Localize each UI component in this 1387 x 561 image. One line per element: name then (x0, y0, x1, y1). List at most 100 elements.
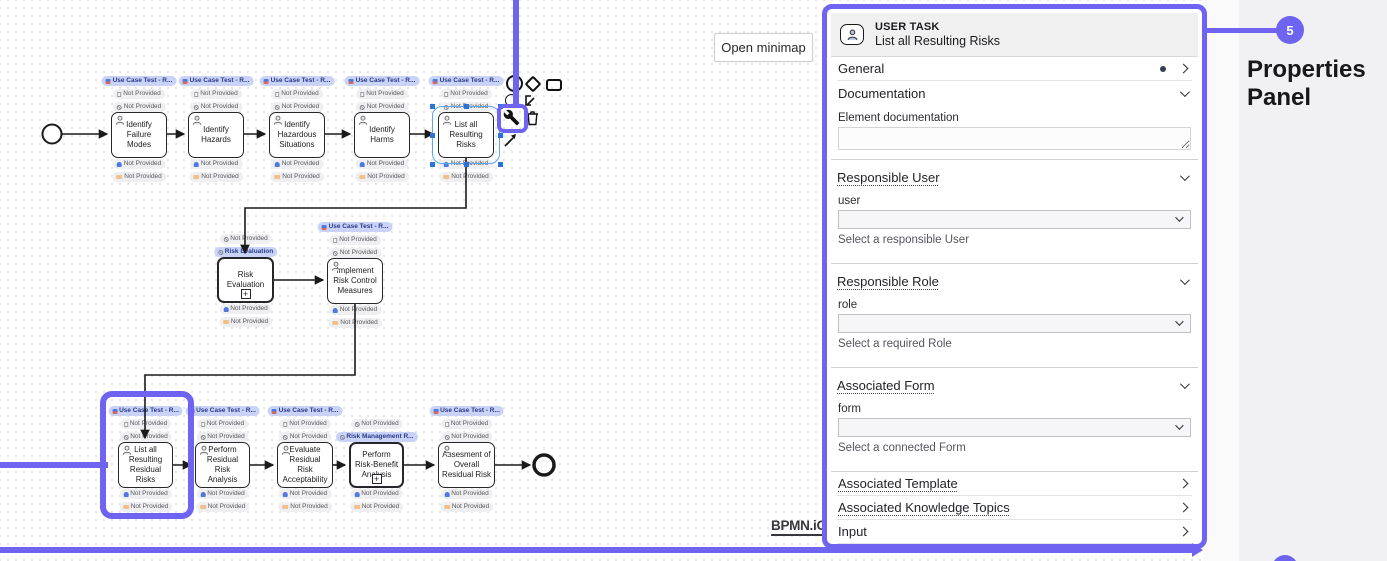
link-icon (359, 104, 365, 110)
bpmn-task[interactable]: Evaluate Residual Risk Acceptability (277, 442, 333, 488)
group-responsible-role: Responsible Role role Select a required … (831, 264, 1198, 358)
subprocess-plus-icon[interactable]: + (371, 474, 382, 484)
role-select[interactable] (838, 314, 1191, 333)
start-event[interactable] (41, 123, 63, 145)
chevron-down-icon (1179, 170, 1190, 181)
sequence-flows (41, 123, 556, 477)
bpmn-task[interactable]: Identify Failure Modes (111, 112, 167, 158)
bpmn-task[interactable]: Identify Hazardous Situations (269, 112, 325, 158)
badge-doc: Not Provided (271, 89, 323, 99)
form-icon (359, 175, 366, 179)
selection-handle[interactable] (498, 162, 503, 167)
task-label: Perform Residual Risk Analysis (206, 445, 239, 484)
badge-doc: Not Provided (113, 89, 165, 99)
open-minimap-button[interactable]: Open minimap (714, 33, 813, 62)
selection-handle[interactable] (430, 162, 435, 167)
badge-doc: Not Provided (196, 419, 249, 429)
badge-form: Not Provided (218, 317, 273, 327)
badge-form: Not Provided (118, 502, 173, 512)
role-field-label: role (838, 299, 858, 311)
usecase-icon (182, 78, 188, 84)
element-documentation-label: Element documentation (838, 112, 959, 124)
task-label: Identify Hazards (201, 125, 231, 144)
user-icon (123, 491, 129, 497)
chevron-down-icon (1179, 378, 1190, 389)
badge-user: Not Provided (219, 304, 272, 314)
responsible-role-header[interactable]: Responsible Role (837, 270, 1192, 292)
bpmn-task[interactable]: Risk Evaluation+ (217, 257, 274, 303)
annotation-step-badge: 5 (1276, 16, 1304, 44)
link-icon (443, 104, 449, 110)
link-icon (123, 434, 129, 440)
properties-panel: USER TASK List all Resulting Risks Gener… (822, 4, 1207, 549)
badge-usecase: Use Case Test - R... (428, 76, 504, 86)
group-associated-template[interactable]: Associated Template (837, 472, 1192, 496)
task-label: Identify Hazardous Situations (277, 120, 317, 149)
annotation-bottom-arrowhead (1192, 543, 1203, 557)
doc-icon (333, 237, 338, 243)
chevron-right-icon (1178, 478, 1189, 489)
selection-handle[interactable] (498, 133, 503, 138)
chevron-right-icon (1178, 63, 1189, 74)
badge-link: Not Provided (196, 432, 249, 442)
form-field-label: form (838, 403, 861, 415)
responsible-role-title: Responsible Role (837, 273, 939, 289)
group-general[interactable]: General (837, 57, 1192, 81)
bpmn-task[interactable]: List all Resulting Residual Risks (118, 442, 173, 488)
form-icon (332, 321, 339, 325)
badge-doc: Not Provided (190, 89, 242, 99)
group-associated-knowledge-topics[interactable]: Associated Knowledge Topics (837, 496, 1192, 520)
group-general-label: General (838, 61, 885, 76)
sequence-flow[interactable] (140, 304, 356, 440)
user-helper-text: Select a responsible User (838, 234, 970, 246)
connect-arrow-icon[interactable] (503, 133, 518, 153)
append-task-icon[interactable] (546, 79, 562, 91)
selection-handle[interactable] (430, 133, 435, 138)
annotation-line-to-wrench (513, 0, 519, 106)
doc-icon (444, 91, 449, 97)
end-event[interactable] (532, 453, 556, 477)
form-icon (199, 505, 206, 509)
usecase-icon (321, 224, 327, 230)
bpmn-task[interactable]: Identify Harms (354, 112, 410, 158)
form-select[interactable] (838, 418, 1191, 437)
responsible-user-header[interactable]: Responsible User (837, 166, 1192, 188)
form-helper-text: Select a connected Form (838, 442, 966, 454)
doc-icon (194, 91, 199, 97)
trash-icon[interactable] (525, 110, 540, 131)
badge-user: Not Provided (355, 159, 409, 169)
subprocess-plus-icon[interactable]: + (240, 289, 251, 299)
chevron-right-icon (1178, 502, 1189, 513)
append-text-annotation-icon[interactable] (522, 94, 535, 112)
bpmn-task[interactable]: Perform Residual Risk Analysis (195, 442, 250, 488)
bpmn-io-logo[interactable]: BPMN.iO (771, 518, 827, 536)
badge-doc: Not Provided (356, 89, 408, 99)
role-helper-text: Select a required Role (838, 338, 952, 350)
badge-link: Not Provided (440, 432, 493, 442)
user-task-icon (840, 24, 864, 45)
annotation-wrench-highlight (497, 104, 528, 133)
group-documentation[interactable]: Documentation (837, 81, 1192, 105)
task-label: Identify Failure Modes (126, 120, 152, 149)
sequence-flow[interactable] (240, 158, 467, 255)
link-icon (274, 104, 280, 110)
selection-handle[interactable] (464, 104, 469, 109)
selection-handle[interactable] (430, 104, 435, 109)
badge-usecase: Use Case Test - R... (259, 76, 335, 86)
group-input[interactable]: Input (837, 520, 1192, 544)
bpmn-task[interactable]: List all Resulting Risks (438, 112, 494, 158)
badge-link: Not Provided (270, 102, 324, 112)
form-icon (222, 320, 229, 324)
user-select[interactable] (838, 210, 1191, 229)
selection-handle[interactable] (464, 162, 469, 167)
bpmn-task[interactable]: Perform Risk-Benefit Analysis+ (349, 442, 404, 488)
bpmn-task[interactable]: Identify Hazards (188, 112, 244, 158)
bpmn-task[interactable]: Implement Risk Control Measures (327, 258, 383, 304)
user-icon (223, 306, 229, 312)
wrench-icon[interactable] (503, 109, 520, 131)
element-documentation-input[interactable] (838, 127, 1191, 150)
section-divider (831, 159, 1198, 160)
bpmn-task[interactable]: Assesment of Overall Residual Risk (438, 442, 495, 488)
associated-form-header[interactable]: Associated Form (837, 374, 1192, 396)
form-icon (282, 505, 289, 509)
